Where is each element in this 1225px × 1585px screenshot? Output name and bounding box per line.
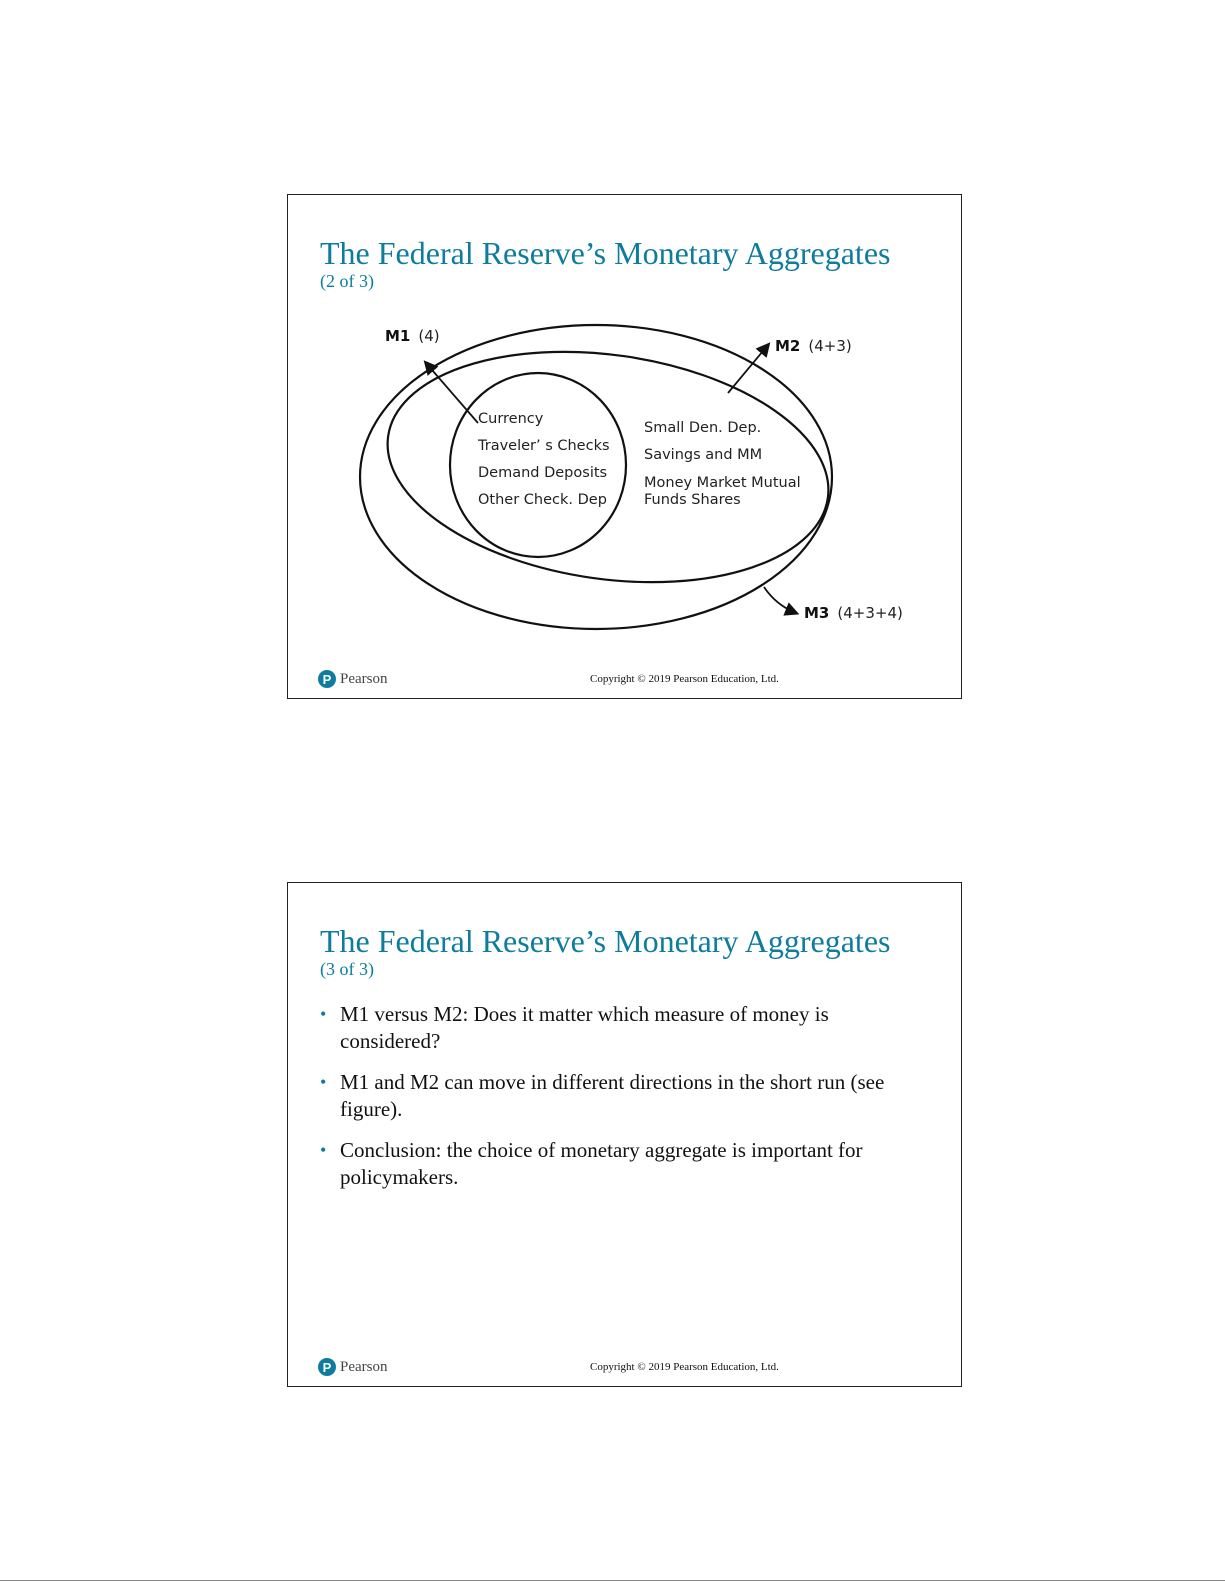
pearson-p-icon: P bbox=[318, 670, 336, 688]
m3-detail: (4+3+4) bbox=[837, 604, 902, 622]
monetary-aggregates-diagram: Currency Traveler’ s Checks Demand Depos… bbox=[358, 323, 903, 631]
bullet-item: • M1 versus M2: Does it matter which mea… bbox=[320, 1001, 900, 1055]
page-bottom-divider bbox=[0, 1580, 1225, 1581]
m3-arrow bbox=[763, 586, 800, 616]
m1-detail: (4) bbox=[418, 327, 439, 345]
inner-item-travelers-checks: Traveler’ s Checks bbox=[477, 438, 610, 454]
m3-ellipse bbox=[358, 323, 834, 631]
m2-label: M2 (4+3) bbox=[775, 337, 852, 355]
inner-item-other-checkable: Other Check. Dep bbox=[478, 492, 607, 508]
slide-subtitle: (2 of 3) bbox=[320, 271, 374, 291]
middle-item-mmmf: Money Market Mutual bbox=[644, 475, 801, 491]
middle-item-small-denomination: Small Den. Dep. bbox=[644, 420, 761, 436]
inner-item-demand-deposits: Demand Deposits bbox=[478, 465, 607, 481]
pearson-logo: P Pearson bbox=[318, 670, 388, 688]
pearson-p-icon: P bbox=[318, 1358, 336, 1376]
inner-item-currency: Currency bbox=[478, 411, 544, 427]
copyright-notice: Copyright © 2019 Pearson Education, Ltd. bbox=[590, 673, 779, 685]
m2-arrow bbox=[727, 342, 771, 394]
slide-title: The Federal Reserve’s Monetary Aggregate… bbox=[320, 923, 891, 959]
bullet-text: M1 versus M2: Does it matter which measu… bbox=[340, 1002, 829, 1053]
bullet-dot-icon: • bbox=[320, 1004, 327, 1024]
m2-ellipse bbox=[386, 350, 830, 584]
copyright-notice: Copyright © 2019 Pearson Education, Ltd. bbox=[590, 1361, 779, 1373]
m1-circle bbox=[448, 371, 628, 559]
bullet-list: • M1 versus M2: Does it matter which mea… bbox=[320, 1001, 900, 1205]
slide-subtitle: (3 of 3) bbox=[320, 959, 374, 979]
m1-arrow bbox=[423, 360, 479, 424]
m1-label: M1 (4) bbox=[385, 327, 440, 345]
bullet-item: • M1 and M2 can move in different direct… bbox=[320, 1069, 900, 1123]
slide-monetary-aggregates-3: The Federal Reserve’s Monetary Aggregate… bbox=[287, 882, 962, 1387]
pearson-logo: P Pearson bbox=[318, 1358, 388, 1376]
m2-detail: (4+3) bbox=[808, 337, 851, 355]
bullet-item: • Conclusion: the choice of monetary agg… bbox=[320, 1137, 900, 1191]
slide-monetary-aggregates-2: The Federal Reserve’s Monetary Aggregate… bbox=[287, 194, 962, 699]
m2-name: M2 bbox=[775, 337, 800, 355]
logo-text: Pearson bbox=[340, 670, 388, 687]
m3-name: M3 bbox=[804, 604, 829, 622]
bullet-dot-icon: • bbox=[320, 1072, 327, 1092]
logo-text: Pearson bbox=[340, 1358, 388, 1375]
bullet-dot-icon: • bbox=[320, 1140, 327, 1160]
middle-item-funds-shares: Funds Shares bbox=[644, 492, 741, 508]
bullet-text: Conclusion: the choice of monetary aggre… bbox=[340, 1138, 863, 1189]
middle-item-savings-mm: Savings and MM bbox=[644, 447, 762, 463]
bullet-text: M1 and M2 can move in different directio… bbox=[340, 1070, 885, 1121]
m3-label: M3 (4+3+4) bbox=[804, 604, 903, 622]
slide-title: The Federal Reserve’s Monetary Aggregate… bbox=[320, 235, 891, 271]
m1-name: M1 bbox=[385, 327, 410, 345]
